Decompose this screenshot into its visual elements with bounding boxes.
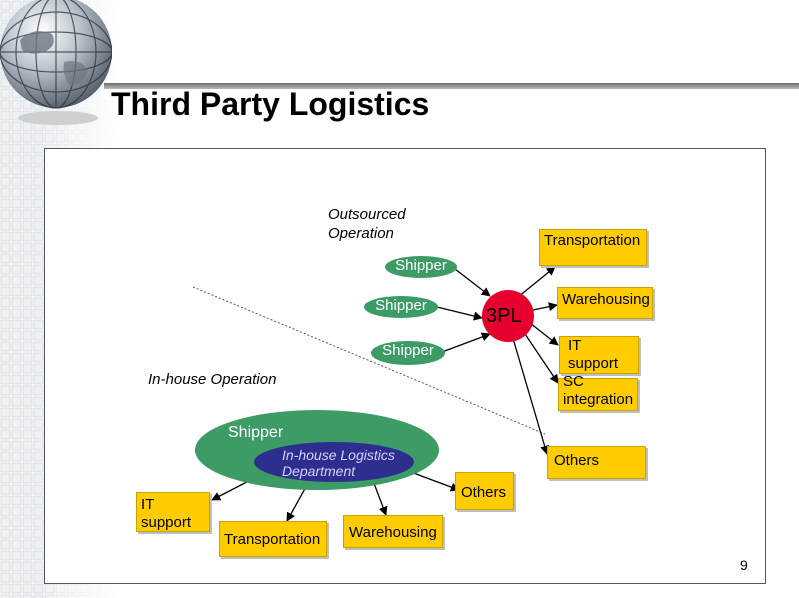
- inhouse-dept-label: In-house Logistics Department: [282, 447, 417, 479]
- outsourced-warehousing-box: Warehousing: [557, 287, 653, 319]
- arrow-shipper-top-3pl: [454, 268, 491, 297]
- outsourced-it-support-label: IT support: [568, 337, 619, 372]
- outsourced-operation-label: Outsourced Operation: [328, 205, 423, 243]
- divider-line: [192, 286, 546, 435]
- arrow-3pl-sc-integration: [522, 330, 559, 384]
- arrow-shipper-mid-3pl: [436, 306, 483, 321]
- outsourced-sc-integration-label: SC integration: [563, 373, 634, 408]
- outsourced-others-label: Others: [554, 452, 600, 469]
- slide-title: Third Party Logistics: [111, 86, 430, 122]
- inhouse-dept-ellipse: [254, 442, 414, 482]
- outsourced-it-support-box: IT support: [559, 336, 639, 374]
- shipper-top-label: Shipper: [395, 257, 447, 274]
- header-bar: [104, 83, 799, 89]
- arrow-3pl-others: [511, 334, 550, 455]
- inhouse-transportation-box: Transportation: [219, 521, 327, 557]
- inhouse-it-support-box: IT support: [136, 492, 210, 532]
- inhouse-others-box: Others: [455, 472, 514, 510]
- arrow-shipper-low-3pl: [441, 332, 491, 353]
- outsourced-others-box: Others: [547, 446, 646, 479]
- inhouse-others-label: Others: [461, 484, 507, 501]
- inhouse-warehousing-box: Warehousing: [343, 515, 443, 548]
- diagram-panel: [44, 148, 766, 584]
- outsourced-transportation-label: Transportation: [544, 232, 641, 249]
- arrow-3pl-transportation: [517, 266, 556, 298]
- inhouse-it-support-label: IT support: [141, 496, 192, 531]
- arrow-3pl-warehousing: [532, 302, 558, 312]
- shipper-middle-label: Shipper: [375, 297, 427, 314]
- outsourced-sc-integration-box: SC integration: [558, 373, 638, 411]
- arrow-3pl-it-support: [529, 322, 559, 346]
- inhouse-warehousing-label: Warehousing: [349, 524, 437, 541]
- shipper-bottom-label: Shipper: [382, 342, 434, 359]
- shipper-top: Shipper: [385, 256, 457, 278]
- inhouse-dept-text: In-house Logistics Department: [282, 447, 395, 479]
- inhouse-shipper-label: Shipper: [228, 424, 284, 441]
- page-number: 9: [740, 557, 748, 573]
- outsourced-transportation-box: Transportation: [539, 229, 647, 266]
- inhouse-transportation-label: Transportation: [224, 531, 321, 548]
- shipper-bottom: Shipper: [371, 341, 445, 365]
- threepl-circle: [482, 290, 534, 342]
- globe-icon: [0, 0, 112, 125]
- outsourced-warehousing-label: Warehousing: [562, 291, 650, 308]
- inhouse-operation-label: In-house Operation: [148, 371, 277, 388]
- shipper-middle: Shipper: [364, 296, 438, 318]
- threepl-label: 3PL: [486, 305, 522, 327]
- outsourced-operation-text: Outsourced Operation: [328, 206, 406, 242]
